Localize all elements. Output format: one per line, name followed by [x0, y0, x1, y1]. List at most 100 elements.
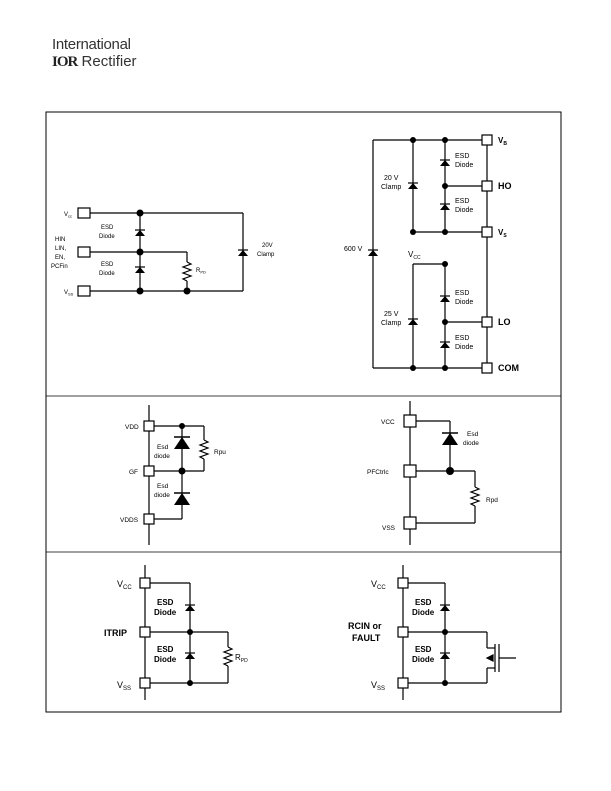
label-fault: FAULT — [352, 633, 381, 643]
esd-label: ESD — [455, 153, 469, 160]
label-vb: VB — [498, 136, 507, 147]
esd-label: ESD — [415, 598, 432, 607]
junction-dot — [442, 680, 448, 686]
esd-label: ESD — [101, 262, 114, 268]
esd-label: ESD — [455, 198, 469, 205]
esd-label: Esd — [157, 444, 169, 451]
esd-label: Diode — [154, 608, 177, 617]
logo-rectifier: IOR Rectifier — [52, 53, 137, 71]
label-itrip: ITRIP — [104, 628, 127, 638]
label-gf: GF — [129, 469, 138, 476]
circuit-gate-driver — [372, 134, 493, 374]
clamp-diode-icon — [367, 249, 379, 257]
clamp-diode-icon — [237, 249, 249, 257]
junction-dot — [178, 467, 186, 475]
esd-diode-icon — [439, 295, 451, 303]
clamp-label: Clamp — [381, 320, 401, 327]
esd-label: Esd — [157, 483, 169, 490]
esd-label: diode — [463, 440, 479, 447]
esd-diode-icon — [441, 432, 459, 446]
esd-label: Diode — [455, 162, 473, 169]
esd-label: Diode — [455, 207, 473, 214]
logo-mark: IOR — [52, 54, 78, 70]
label-vdd: VDD — [125, 424, 139, 431]
clamp-label: 600 V — [344, 246, 363, 253]
esd-diode-icon — [439, 159, 451, 167]
label-rpd: RPD — [196, 268, 206, 275]
esd-diode-icon — [184, 604, 196, 612]
label-rpd: Rpd — [486, 497, 498, 504]
label-vcc: VCC — [371, 579, 386, 591]
esd-label: ESD — [157, 598, 174, 607]
esd-label: ESD — [157, 645, 174, 654]
esd-label: ESD — [101, 225, 114, 231]
label-hin: HIN — [55, 237, 65, 243]
junction-dot — [442, 629, 448, 635]
junction-dot — [179, 423, 185, 429]
junction-dots — [410, 137, 448, 371]
esd-label: ESD — [455, 335, 469, 342]
label-pfctrl: PFCtrlc — [367, 469, 389, 476]
figure-frame — [45, 111, 562, 713]
junction-dot — [136, 287, 144, 295]
label-lo: LO — [498, 317, 511, 327]
esd-diode-icon — [439, 203, 451, 211]
clamp-diode-icon — [407, 318, 419, 326]
label-ho: HO — [498, 181, 512, 191]
esd-diode-icon — [134, 266, 146, 274]
clamp-diode-icon — [407, 182, 419, 190]
junction-dot — [187, 680, 193, 686]
esd-label: ESD — [455, 290, 469, 297]
label-vss: VSS — [64, 290, 74, 297]
junction-dot — [446, 467, 454, 475]
esd-label: Diode — [99, 234, 115, 240]
circuit-input-pins — [77, 207, 244, 297]
esd-label: diode — [154, 492, 170, 499]
circuit-rcin-fault-pin — [397, 565, 516, 700]
esd-diode-icon — [439, 604, 451, 612]
junction-dot — [183, 287, 191, 295]
label-vss: VSS — [117, 680, 131, 692]
circuit-gf-pin — [143, 405, 210, 545]
esd-label: Diode — [455, 299, 473, 306]
esd-diode-icon — [173, 436, 191, 450]
junction-dot — [187, 629, 193, 635]
esd-diode-icon — [173, 492, 191, 506]
circuit-itrip-pin — [139, 565, 234, 700]
logo-rectifier-text: Rectifier — [81, 53, 137, 70]
logo-international: International — [52, 36, 131, 53]
clamp-label: 25 V — [384, 311, 399, 318]
label-vcc: VCC — [408, 250, 421, 261]
esd-diode-icon — [134, 229, 146, 237]
esd-label: Diode — [412, 608, 435, 617]
clamp-label: Clamp — [381, 184, 401, 191]
esd-label: Diode — [455, 344, 473, 351]
junction-dot — [136, 248, 144, 256]
circuit-pfc-pin — [403, 401, 481, 545]
clamp-label: 20 V — [384, 175, 399, 182]
label-com: COM — [498, 363, 519, 373]
label-pcfin: PCFin — [51, 264, 68, 270]
label-vdds: VDDS — [120, 517, 139, 524]
esd-diode-icon — [439, 652, 451, 660]
esd-diode-icon — [184, 652, 196, 660]
label-lin: LIN, — [55, 246, 66, 252]
junction-dot — [136, 209, 144, 217]
esd-label: Esd — [467, 431, 479, 438]
clamp-label: Clamp — [257, 252, 275, 258]
label-rpu: Rpu — [214, 449, 226, 456]
esd-label: Diode — [99, 271, 115, 277]
clamp-label: 20V — [262, 243, 273, 249]
esd-diode-icon — [439, 341, 451, 349]
label-vs: VS — [498, 228, 507, 239]
esd-label: diode — [154, 453, 170, 460]
esd-label: Diode — [412, 655, 435, 664]
label-vcc: VCC — [381, 419, 395, 426]
label-vcc: VCC — [117, 579, 132, 591]
label-vcc: Vcc — [64, 212, 72, 219]
esd-label: ESD — [415, 645, 432, 654]
label-rpd: RPD — [235, 653, 248, 664]
label-vss: VSS — [382, 525, 396, 532]
